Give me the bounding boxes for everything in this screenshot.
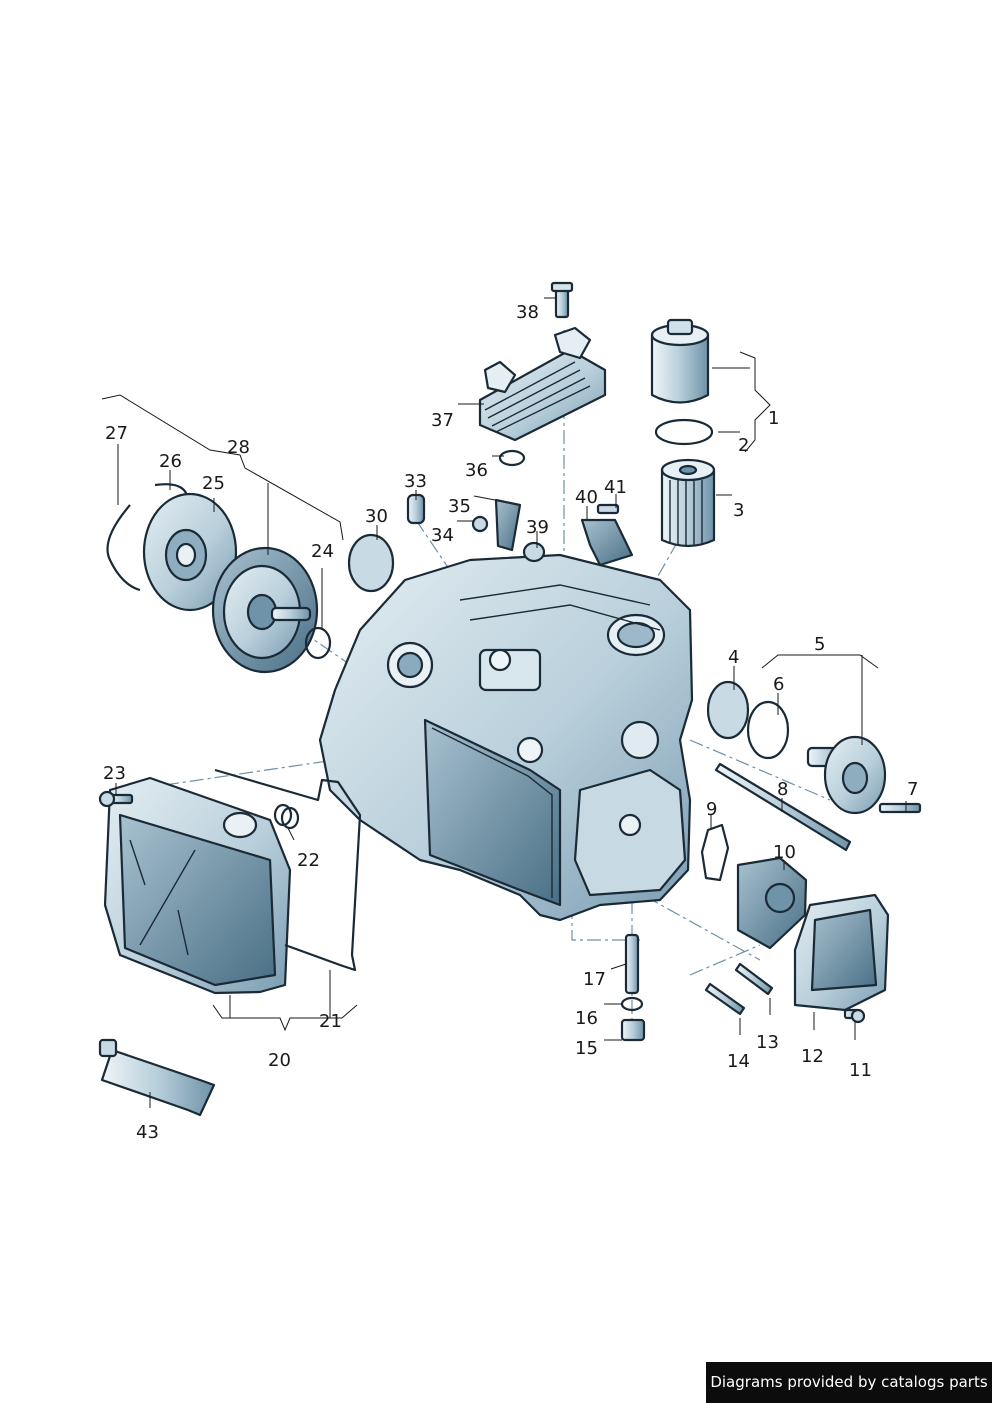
callout-21: 21 <box>319 1011 342 1032</box>
circlip-27 <box>106 504 141 592</box>
leader-lines <box>101 297 907 1108</box>
callout-12: 12 <box>801 1046 824 1067</box>
callout-39: 39 <box>526 517 549 538</box>
callout-16: 16 <box>575 1008 598 1029</box>
callout-26: 26 <box>159 451 182 472</box>
oil-cooler <box>478 326 607 442</box>
o-ring-6 <box>746 700 790 760</box>
gasket-9 <box>700 823 730 882</box>
mechatronic-cover-20 <box>103 776 292 995</box>
gasket-21 <box>214 768 362 972</box>
callout-8: 8 <box>777 779 788 800</box>
callout-2: 2 <box>738 435 749 456</box>
callout-3: 3 <box>733 500 744 521</box>
o-ring-24 <box>304 626 332 660</box>
callout-38: 38 <box>516 302 539 323</box>
bracket-40 <box>580 518 634 567</box>
dual-clutch-28 <box>211 546 319 674</box>
shaft-8 <box>714 762 852 852</box>
filter-cap <box>650 318 710 404</box>
callout-33: 33 <box>404 471 427 492</box>
callout-27: 27 <box>105 423 128 444</box>
flange-shaft-5 <box>806 735 887 815</box>
side-cover-12 <box>793 893 890 1012</box>
seal-22 <box>273 803 300 830</box>
callout-5: 5 <box>814 634 825 655</box>
callout-9: 9 <box>706 799 717 820</box>
dipstick-17 <box>624 933 640 995</box>
callout-35: 35 <box>448 496 471 517</box>
callout-14: 14 <box>727 1051 750 1072</box>
callout-24: 24 <box>311 541 334 562</box>
callout-28: 28 <box>227 437 250 458</box>
callout-40: 40 <box>575 487 598 508</box>
callout-23: 23 <box>103 763 126 784</box>
nut-34 <box>471 515 489 533</box>
callout-36: 36 <box>465 460 488 481</box>
callout-11: 11 <box>849 1060 872 1081</box>
callout-labels: 1 2 3 4 5 6 7 8 9 10 11 12 13 14 15 16 1… <box>103 302 918 1143</box>
bracket-35 <box>494 498 522 552</box>
shaft-seal-30 <box>347 533 395 593</box>
bolt-38 <box>550 281 574 319</box>
clutch-plate-25 <box>142 492 238 612</box>
seal-39 <box>522 541 546 563</box>
sealant-tube-43 <box>98 1038 216 1117</box>
bolt-41 <box>596 503 620 515</box>
bolt-23 <box>98 790 134 808</box>
bolt-13 <box>734 962 774 996</box>
callout-1: 1 <box>768 408 779 429</box>
bolt-14 <box>704 982 746 1016</box>
callout-25: 25 <box>202 473 225 494</box>
callout-13: 13 <box>756 1032 779 1053</box>
callout-4: 4 <box>728 647 739 668</box>
callout-41: 41 <box>604 477 627 498</box>
callout-20: 20 <box>268 1050 291 1071</box>
callout-10: 10 <box>773 842 796 863</box>
callout-17: 17 <box>583 969 606 990</box>
transmission-housing <box>318 553 694 922</box>
callout-34: 34 <box>431 525 454 546</box>
filter-o-ring <box>654 418 714 446</box>
plug-15 <box>620 1018 646 1042</box>
callout-30: 30 <box>365 506 388 527</box>
callout-15: 15 <box>575 1038 598 1059</box>
callout-6: 6 <box>773 674 784 695</box>
pump-10 <box>736 856 808 950</box>
callout-7: 7 <box>907 779 918 800</box>
callout-37: 37 <box>431 410 454 431</box>
oil-filter-element <box>660 458 716 548</box>
callout-22: 22 <box>297 850 320 871</box>
bolt-11 <box>843 1008 866 1024</box>
seal-36 <box>498 449 526 467</box>
seal-4 <box>706 680 750 740</box>
callout-43: 43 <box>136 1122 159 1143</box>
bolt-7 <box>878 802 922 814</box>
credit-text: Diagrams provided by catalogs parts <box>710 1373 988 1391</box>
credit-banner: Diagrams provided by catalogs parts <box>706 1362 992 1403</box>
